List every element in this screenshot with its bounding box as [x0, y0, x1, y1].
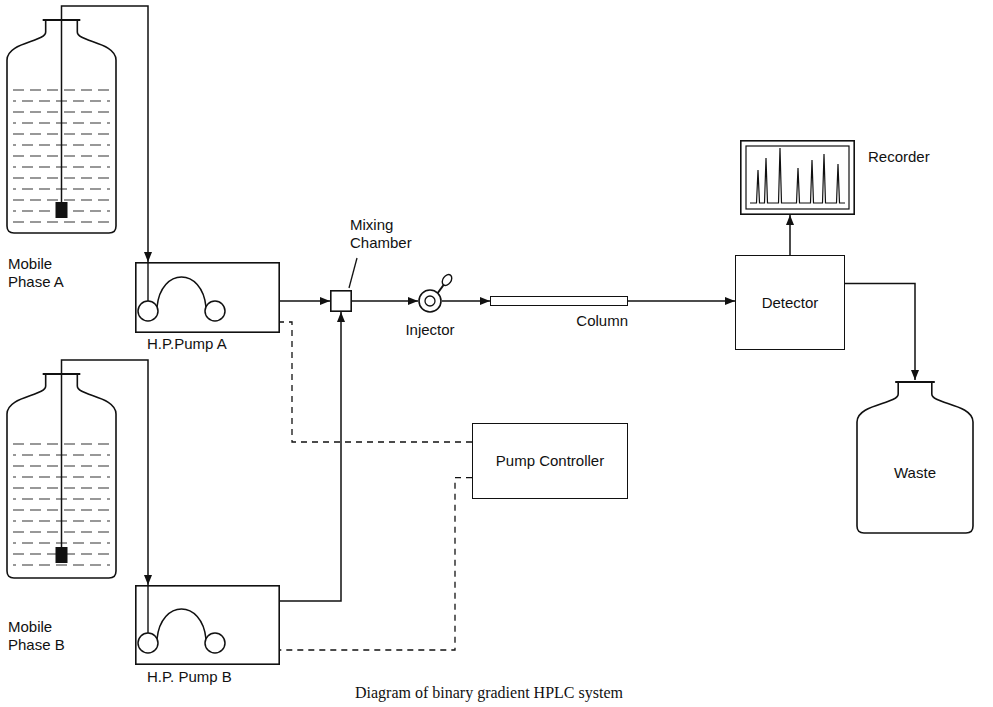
node-label: Injector	[405, 321, 454, 339]
node-label: H.P. Pump B	[147, 668, 232, 686]
waste-node: Waste	[855, 380, 975, 535]
flow-line	[280, 312, 341, 601]
dip-tube	[61, 18, 63, 203]
node-label: Column	[576, 312, 628, 330]
chromatogram-trace	[750, 148, 845, 203]
recorder-frame	[741, 141, 854, 214]
dip-tube	[61, 372, 63, 548]
node-label: Mobile Phase B	[8, 618, 88, 654]
pump-head	[138, 301, 158, 321]
pump-loop	[157, 609, 206, 639]
bottle-node: Mobile Phase B	[5, 372, 118, 580]
node-outline	[135, 262, 280, 333]
node-outline	[418, 289, 442, 313]
leader-line	[349, 258, 357, 288]
mixer-box	[331, 291, 351, 311]
inlet-filter	[56, 202, 68, 218]
bottle-lip	[895, 381, 935, 383]
node-outline	[855, 380, 975, 535]
pump-housing	[136, 586, 279, 664]
node-outline	[5, 372, 118, 580]
node-label: Recorder	[868, 148, 930, 166]
node-label: H.P.Pump A	[147, 335, 227, 353]
circle-node: Injector	[418, 289, 442, 313]
node-label: Mobile Phase A	[8, 255, 88, 291]
injector-valve	[419, 290, 441, 312]
pump-housing	[136, 263, 279, 332]
column-node: Column	[490, 296, 628, 306]
flow-line	[280, 300, 330, 302]
node-label: Waste	[894, 464, 936, 482]
pump-inlet	[147, 262, 148, 301]
liquid-mark	[13, 221, 110, 222]
node-outline	[740, 140, 855, 215]
node-outline	[5, 18, 118, 235]
pump-head	[205, 301, 225, 321]
control-line	[280, 478, 472, 650]
pump-loop	[157, 277, 206, 307]
node-label: Pump Controller	[496, 452, 604, 470]
pump-head	[205, 633, 225, 653]
node-outline	[330, 290, 352, 312]
liquid-mark	[13, 564, 110, 565]
inlet-filter	[56, 547, 68, 563]
injector-knob	[440, 273, 453, 287]
bottle-outline	[857, 382, 973, 533]
square-node: Mixing Chamber	[330, 290, 352, 312]
screen-node: Recorder	[740, 140, 855, 215]
flow-line	[628, 300, 735, 302]
node-outline	[135, 585, 280, 665]
process-box: Detector	[735, 255, 845, 350]
flow-line	[442, 300, 490, 302]
bottle-node: Mobile Phase A	[5, 18, 118, 235]
process-box: Pump Controller	[472, 423, 628, 499]
injector-port	[425, 296, 435, 306]
pump-node: H.P.Pump A	[135, 262, 280, 333]
figure-caption: Diagram of binary gradient HPLC system	[355, 684, 623, 702]
node-label: Mixing Chamber	[350, 216, 422, 252]
pump-inlet	[147, 585, 148, 633]
pump-head	[138, 633, 158, 653]
pump-node: H.P. Pump B	[135, 585, 280, 665]
recorder-screen	[746, 146, 849, 209]
control-line	[280, 322, 472, 442]
flow-line	[352, 300, 418, 302]
flow-line	[845, 284, 915, 381]
flow-line	[789, 215, 791, 255]
node-label: Detector	[762, 294, 819, 312]
